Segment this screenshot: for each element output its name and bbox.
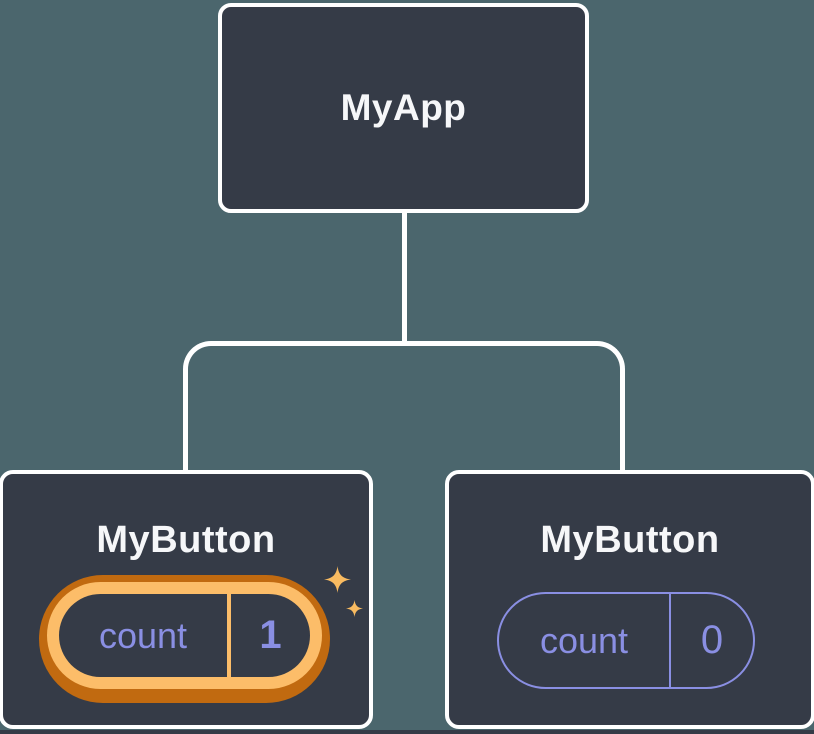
connector-branch-bracket bbox=[183, 341, 625, 470]
connector-root-stem bbox=[402, 210, 407, 344]
node-mybutton-right-label: MyButton bbox=[540, 519, 720, 561]
state-value: 1 bbox=[259, 613, 282, 657]
state-pill-gold-ring: count 1 bbox=[47, 582, 322, 689]
node-myapp: MyApp bbox=[218, 3, 589, 213]
cropped-bottom-edge bbox=[0, 730, 814, 734]
sparkles-icon bbox=[324, 566, 363, 617]
state-pill-divider bbox=[227, 594, 231, 677]
state-key-label: count bbox=[98, 614, 188, 656]
state-key-label: count bbox=[539, 619, 629, 661]
state-pill-plain: count 0 bbox=[497, 592, 755, 689]
state-pill-core: count 1 bbox=[59, 594, 310, 677]
state-value: 0 bbox=[700, 618, 724, 662]
node-mybutton-left-label: MyButton bbox=[96, 519, 276, 561]
node-mybutton-left: MyButton count 1 bbox=[0, 470, 373, 729]
state-pill-highlighted: count 1 bbox=[39, 575, 330, 703]
state-pill-divider bbox=[669, 594, 671, 687]
node-myapp-label: MyApp bbox=[340, 87, 467, 128]
node-mybutton-right: MyButton count 0 bbox=[445, 470, 814, 729]
